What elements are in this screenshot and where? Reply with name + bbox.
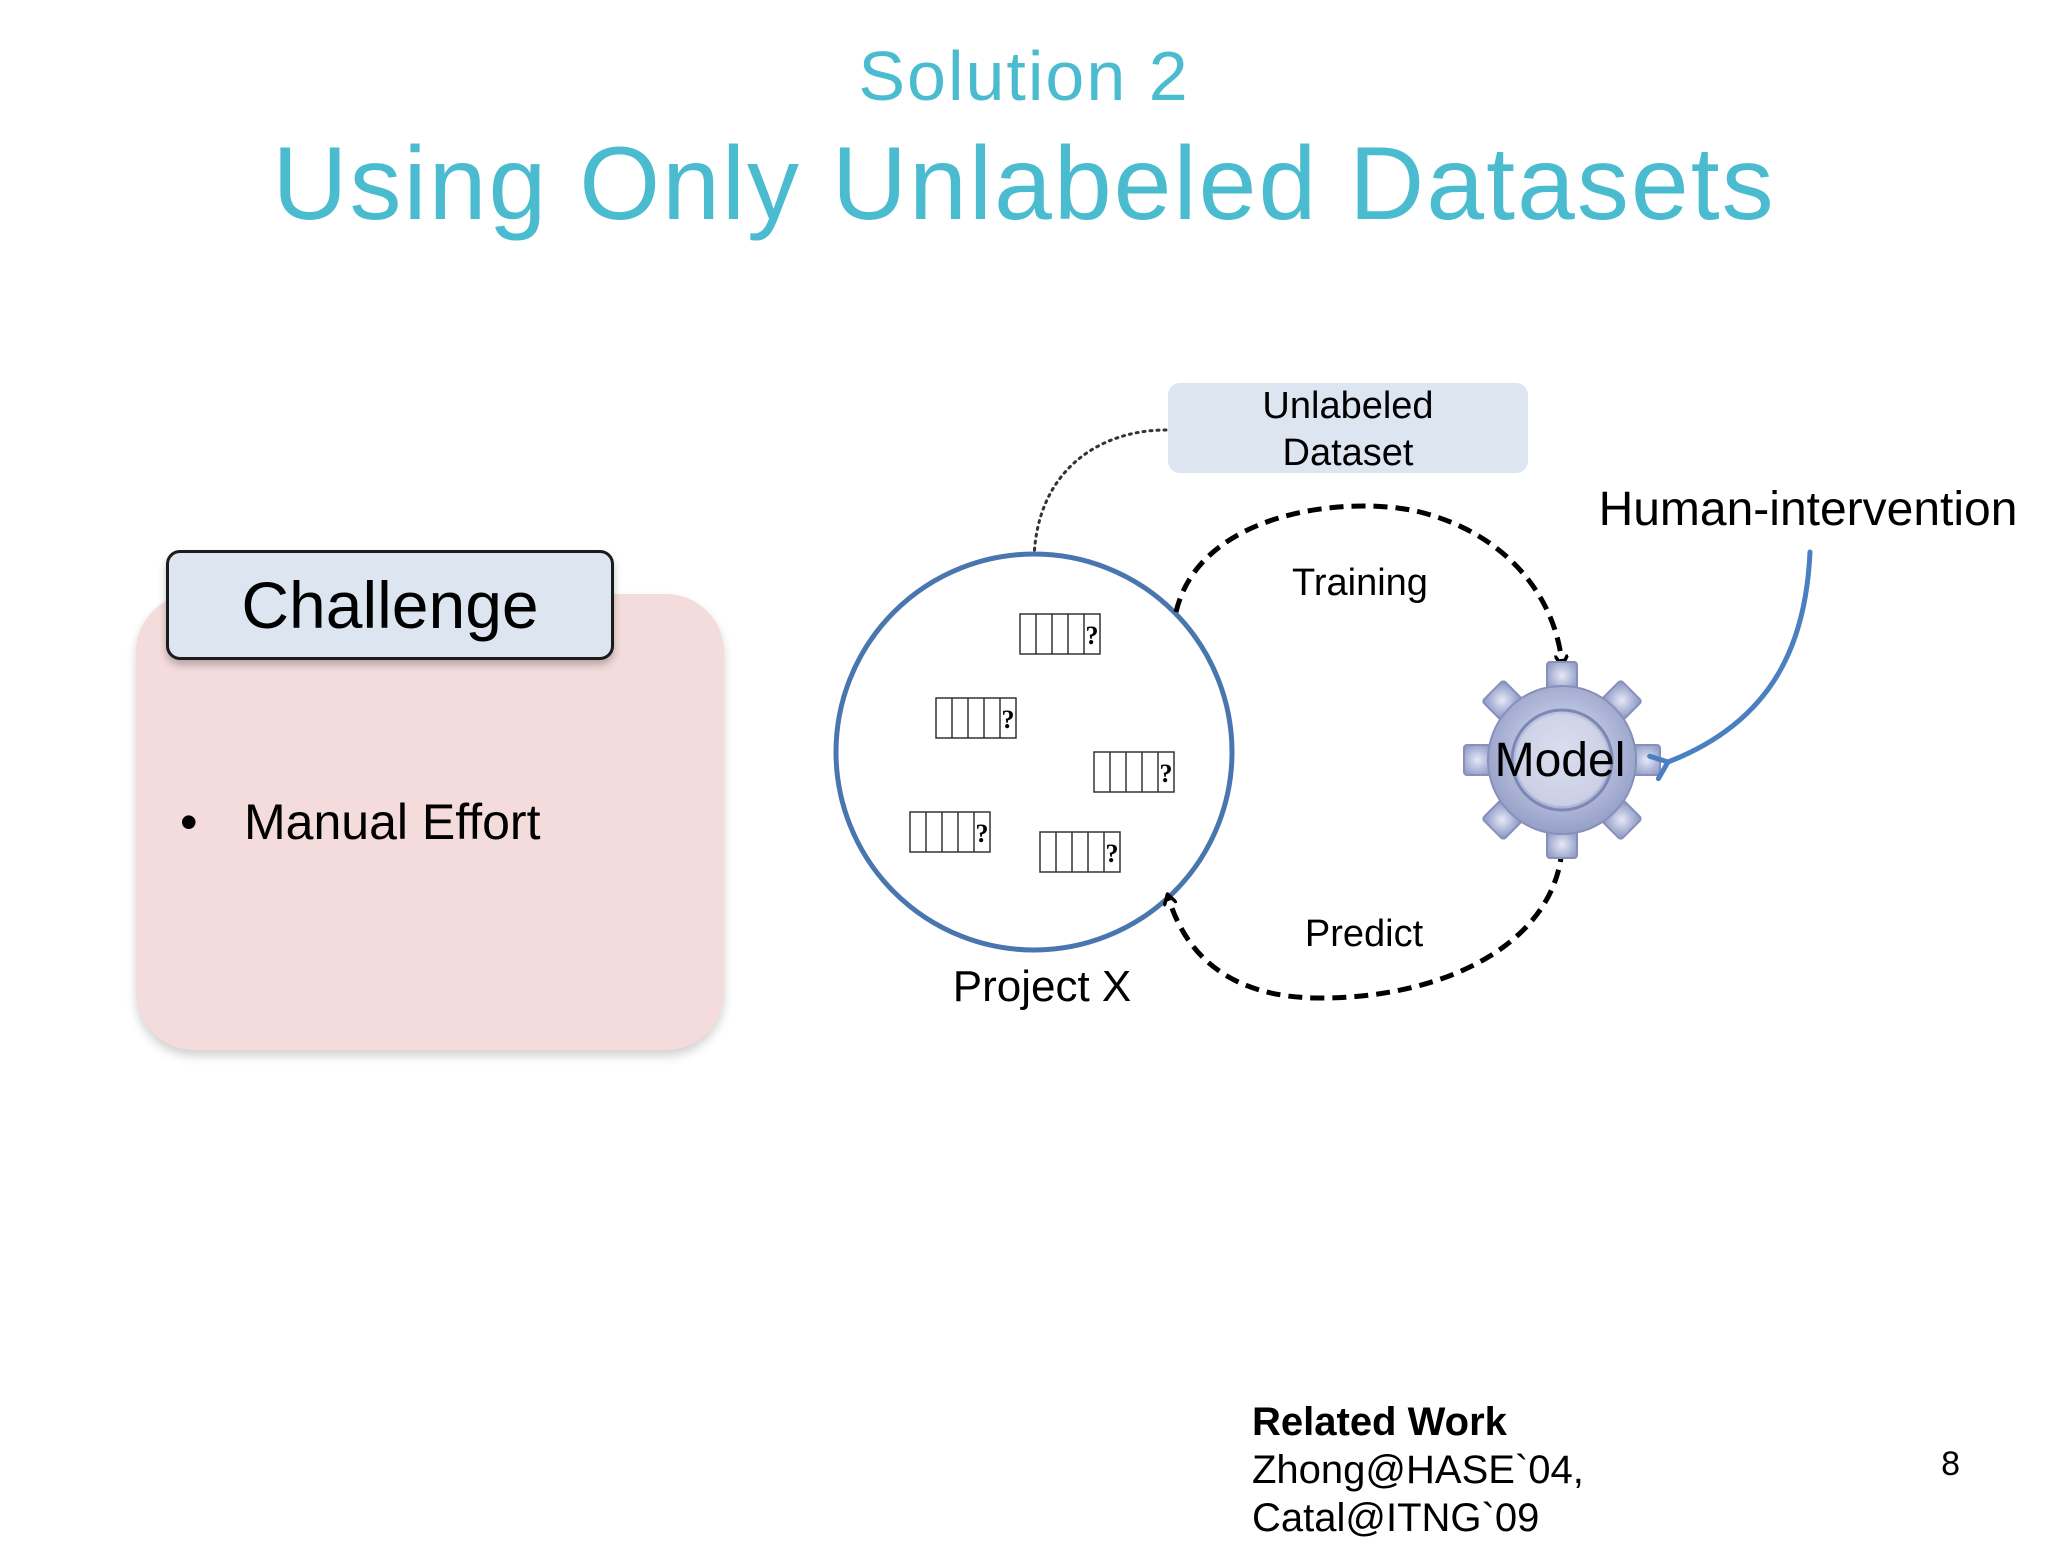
slide-subtitle: Solution 2: [858, 37, 1190, 115]
page-number: 8: [1941, 1445, 1960, 1483]
challenge-bullet: •: [180, 794, 198, 850]
challenge-header: Challenge: [166, 550, 614, 660]
human-intervention-label: Human-intervention: [1599, 483, 2018, 536]
slide-title: Using Only Unlabeled Datasets: [272, 126, 1776, 242]
challenge-panel: [136, 594, 724, 1050]
data-instance: ?: [935, 697, 1017, 739]
dataset-connector-line: [1032, 428, 1168, 562]
instance-question-mark: ?: [1086, 621, 1099, 650]
training-arrow: [1173, 503, 1562, 664]
data-instance: ?: [1093, 751, 1175, 793]
instance-question-mark: ?: [1160, 759, 1173, 788]
predict-label: Predict: [1305, 913, 1424, 955]
challenge-header-text: Challenge: [241, 568, 539, 642]
related-work-line: Zhong@HASE`04,: [1252, 1448, 1584, 1492]
data-instance: ?: [1039, 831, 1121, 873]
gear-icon: [1463, 661, 1661, 859]
dataset-label-line1: Unlabeled: [1262, 385, 1433, 427]
unlabeled-dataset-box: [1168, 383, 1528, 473]
related-work: Related Work Zhong@HASE`04, Catal@ITNG`0…: [1252, 1398, 1584, 1542]
project-label: Project X: [953, 962, 1132, 1011]
dataset-label-line2: Dataset: [1283, 432, 1414, 474]
instance-question-mark: ?: [1002, 705, 1015, 734]
data-instance: ?: [1019, 613, 1101, 655]
training-label: Training: [1292, 562, 1428, 604]
related-work-heading: Related Work: [1252, 1400, 1507, 1444]
related-work-line: Catal@ITNG`09: [1252, 1496, 1540, 1540]
challenge-item: Manual Effort: [244, 794, 541, 850]
instance-question-mark: ?: [976, 819, 989, 848]
human-intervention-arrow: [1647, 549, 1813, 782]
data-instance: ?: [909, 811, 991, 853]
instance-question-mark: ?: [1106, 839, 1119, 868]
predict-arrow: [1168, 847, 1565, 1001]
model-label: Model: [1495, 734, 1626, 787]
